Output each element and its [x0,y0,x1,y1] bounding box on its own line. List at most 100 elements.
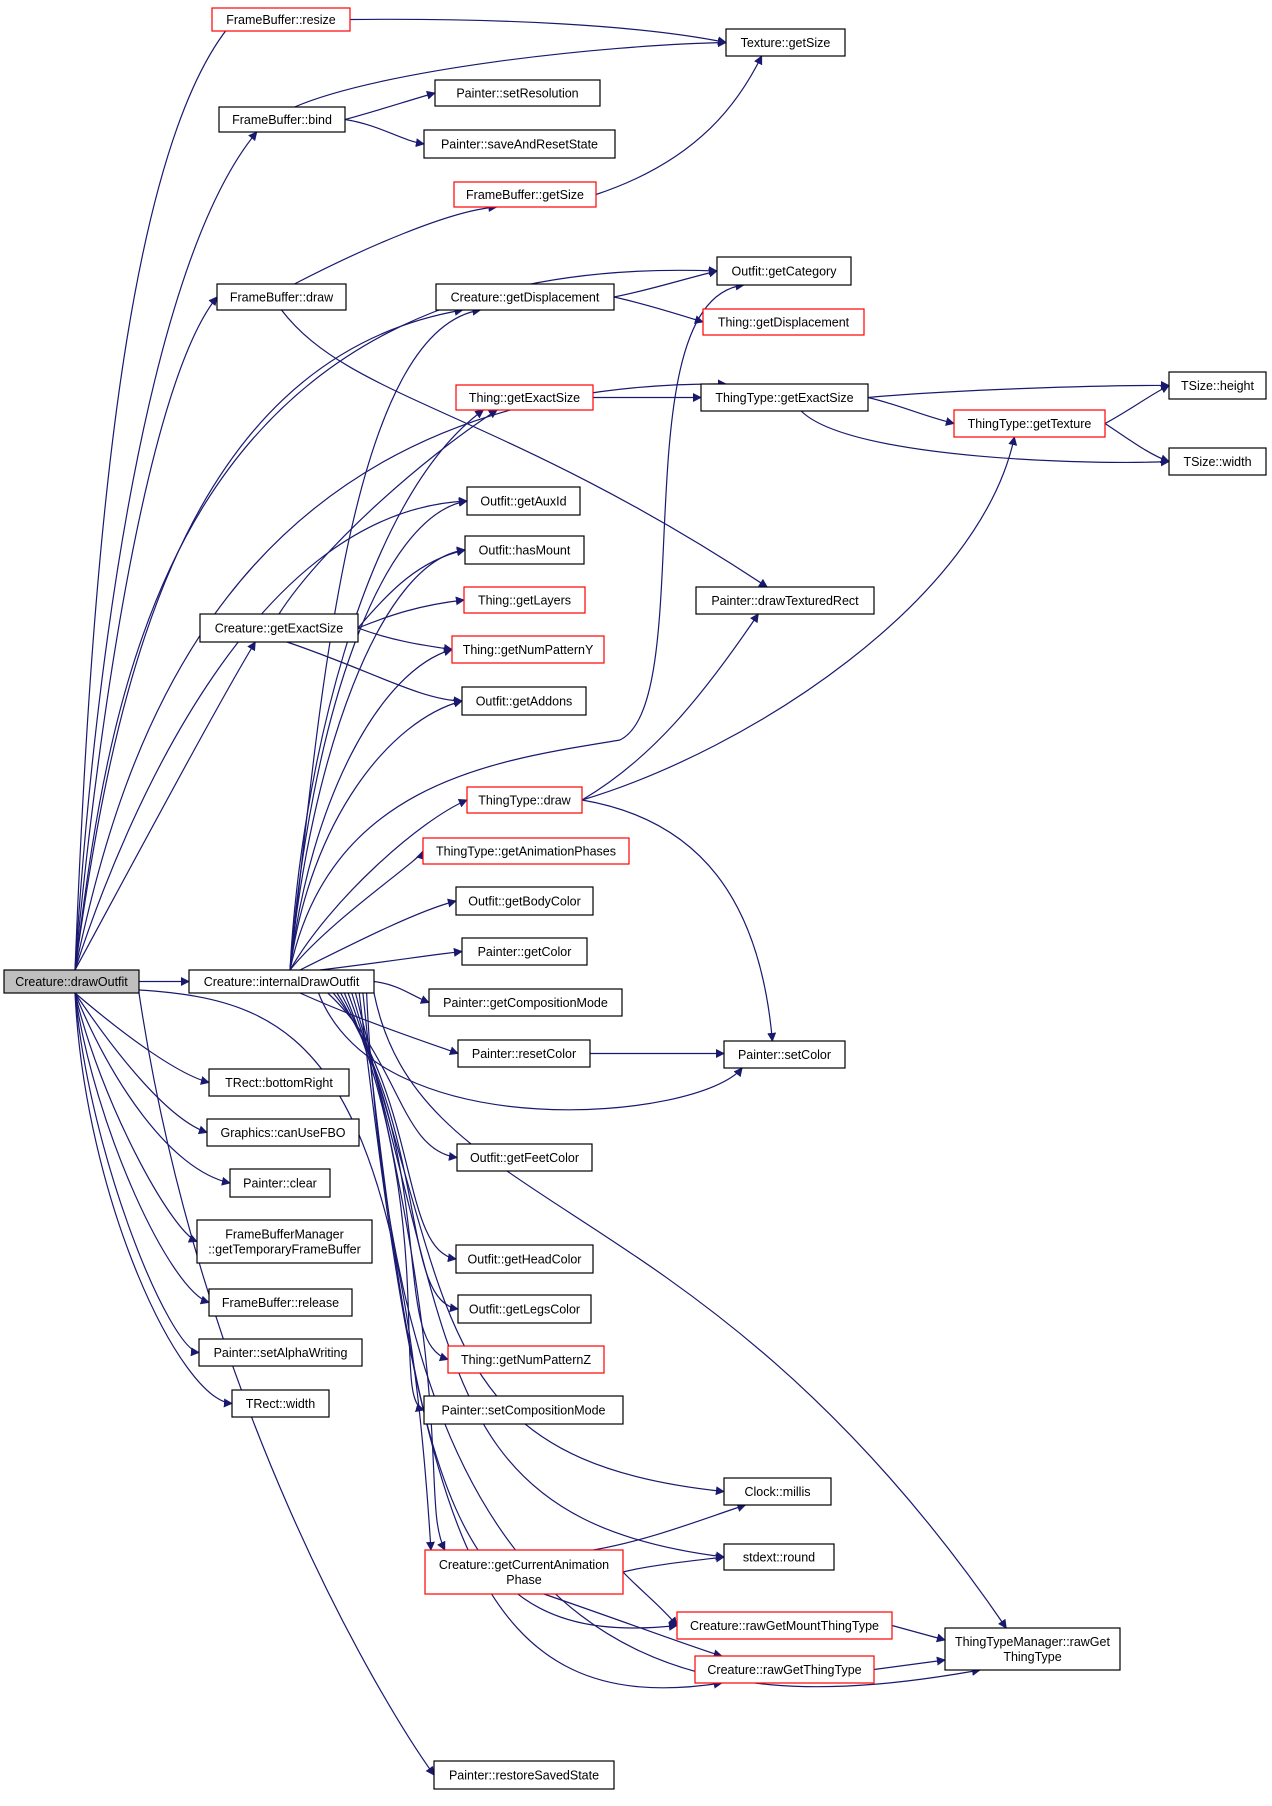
edge-internal-o_getaddons [289,698,463,971]
node-p-restore[interactable]: Painter::restoreSavedState [433,1760,615,1790]
edge-c_getexact-t_getexact [278,409,498,615]
node-g-canusefbo[interactable]: Graphics::canUseFBO [206,1118,360,1147]
edge-internal-o_getbody [299,898,457,971]
edge-root-p_setalpha [74,992,200,1357]
node-box [423,1395,624,1425]
node-p-setcolor[interactable]: Painter::setColor [723,1040,846,1069]
node-label: ThingType::draw [478,794,571,808]
node-fb-release[interactable]: FrameBuffer::release [208,1288,353,1317]
node-root[interactable]: Creature::drawOutfit [3,969,140,994]
node-c-getexact[interactable]: Creature::getExactSize [199,613,359,643]
node-o-getaux[interactable]: Outfit::getAuxId [466,486,581,516]
node-fb-resize[interactable]: FrameBuffer::resize [211,7,351,32]
node-label: ThingTypeManager::rawGet [955,1635,1110,1649]
node-t-getdisp[interactable]: Thing::getDisplacement [702,308,865,336]
edge-internal-p_getcomp [373,980,430,1004]
node-box [723,1040,846,1069]
node-label: Creature::rawGetThingType [707,1663,861,1677]
node-tr-bottomright[interactable]: TRect::bottomRight [208,1068,350,1097]
node-p-drawtex[interactable]: Painter::drawTexturedRect [695,586,875,615]
node-tt-getexact[interactable]: ThingType::getExactSize [700,383,869,412]
node-t-getnumz[interactable]: Thing::getNumPatternZ [447,1345,605,1374]
node-box [196,1219,373,1264]
node-o-hasmount[interactable]: Outfit::hasMount [464,535,585,565]
node-box [206,1118,360,1147]
node-p-setcomp[interactable]: Painter::setCompositionMode [423,1395,624,1425]
node-box [694,1655,875,1684]
node-c-rawthing[interactable]: Creature::rawGetThingType [694,1655,875,1684]
node-label: Clock::millis [745,1485,811,1499]
node-label: Outfit::getCategory [732,265,838,279]
edge-internal-c_getdisp [289,306,482,971]
edge-c_getexact-o_hasmount [357,547,466,629]
node-p-setres[interactable]: Painter::setResolution [434,79,601,107]
node-p-getcomp[interactable]: Painter::getCompositionMode [428,988,623,1017]
node-box [216,283,347,311]
node-o-getlegs[interactable]: Outfit::getLegsColor [457,1294,592,1324]
node-p-getcolor[interactable]: Painter::getColor [461,937,588,966]
node-label: Painter::getColor [478,945,572,959]
edge-internal-t_getnumy [289,647,453,971]
node-stdext-round[interactable]: stdext::round [723,1543,835,1571]
node-o-getaddons[interactable]: Outfit::getAddons [461,686,587,716]
edge-c_getcuranim-clock_millis [593,1503,747,1551]
node-p-clear[interactable]: Painter::clear [229,1168,331,1198]
node-t-getlayers[interactable]: Thing::getLayers [463,586,586,614]
node-label: TSize::width [1183,455,1251,469]
node-internal[interactable]: Creature::internalDrawOutfit [188,969,375,994]
node-label: Thing::getNumPatternY [463,643,594,657]
edge-root-p_clear [74,992,231,1186]
node-o-getbody[interactable]: Outfit::getBodyColor [455,886,594,916]
node-clock-millis[interactable]: Clock::millis [723,1477,832,1506]
node-label: Outfit::getBodyColor [468,895,581,909]
node-tt-getanim[interactable]: ThingType::getAnimationPhases [422,837,630,865]
node-ts-height[interactable]: TSize::height [1168,371,1267,400]
node-t-getexact[interactable]: Thing::getExactSize [455,384,594,411]
node-o-getfeet[interactable]: Outfit::getFeetColor [456,1143,593,1172]
node-box [453,181,597,208]
node-box [466,486,581,516]
edge-root-c_getdisp [74,306,464,971]
node-box [231,1389,330,1418]
node-tr-width[interactable]: TRect::width [231,1389,330,1418]
edge-tt_draw-p_drawtex [581,613,759,801]
node-box [466,786,583,814]
node-o-gethead[interactable]: Outfit::getHeadColor [455,1244,594,1274]
node-c-getdisp[interactable]: Creature::getDisplacement [435,283,615,311]
node-label: Painter::drawTexturedRect [711,594,859,608]
node-fb-getsize[interactable]: FrameBuffer::getSize [453,181,597,208]
node-box [208,1288,353,1317]
node-fbm-gettemp[interactable]: FrameBufferManager::getTemporaryFrameBuf… [196,1219,373,1264]
node-c-rawmount[interactable]: Creature::rawGetMountThingType [676,1611,893,1640]
edge-internal-p_resetcolor [299,992,459,1056]
edge-root-tr_width [74,992,233,1408]
node-t-getnumy[interactable]: Thing::getNumPatternY [451,635,605,664]
node-tt-draw[interactable]: ThingType::draw [466,786,583,814]
node-label: Thing::getNumPatternZ [461,1353,591,1367]
node-label: Thing::getLayers [478,594,571,608]
node-box [716,256,852,286]
node-p-resetcolor[interactable]: Painter::resetColor [457,1039,591,1068]
node-ttm-rawget[interactable]: ThingTypeManager::rawGetThingType [944,1627,1121,1671]
node-label: FrameBufferManager [225,1228,344,1242]
node-box [723,1543,835,1571]
node-o-getcat[interactable]: Outfit::getCategory [716,256,852,286]
edge-internal-tt_getanim [289,850,425,971]
node-box [700,383,869,412]
edge-c_getexact-t_getlayers [357,596,465,629]
node-fb-bind[interactable]: FrameBuffer::bind [218,106,346,133]
node-fb-draw[interactable]: FrameBuffer::draw [216,283,347,311]
node-tex-getsize[interactable]: Texture::getSize [725,28,846,57]
node-label: Painter::saveAndResetState [441,138,598,152]
node-label: ::getTemporaryFrameBuffer [208,1243,361,1257]
edge-fb_draw-fb_getsize [294,203,498,285]
edge-root-p_restore [138,992,435,1776]
node-label: Graphics::canUseFBO [220,1126,345,1140]
node-p-setalpha[interactable]: Painter::setAlphaWriting [198,1338,363,1367]
node-ts-width[interactable]: TSize::width [1168,447,1267,476]
node-p-saveres[interactable]: Painter::saveAndResetState [423,129,616,159]
node-tt-gettex[interactable]: ThingType::getTexture [953,409,1106,438]
edge-tt_draw-tt_gettex [581,436,1018,801]
